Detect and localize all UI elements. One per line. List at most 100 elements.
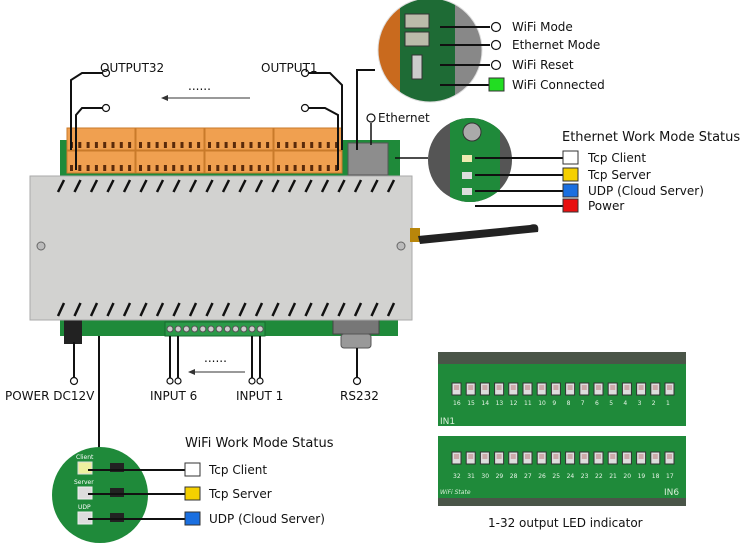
led-number: 28 — [510, 473, 518, 480]
led-panel-1-16: 16 15 14 13 12 11 10 9 8 7 6 5 4 3 2 1 IN1 — [438, 352, 686, 427]
led-number: 32 — [453, 473, 461, 480]
output-annotation: OUTPUT32 OUTPUT1 ...... — [70, 61, 343, 170]
wifi-status-title: WiFi Work Mode Status — [185, 436, 334, 451]
status-label: Tcp Server — [587, 168, 651, 182]
led-number: 7 — [581, 400, 585, 407]
output-ellipsis: ...... — [188, 79, 211, 93]
terminal-block — [204, 150, 274, 174]
rs232-port — [332, 319, 380, 335]
status-color-swatch — [184, 511, 201, 526]
led-number: 4 — [623, 400, 627, 407]
button-pin — [490, 59, 502, 71]
led-number: 14 — [481, 400, 489, 407]
led-number: 13 — [496, 400, 504, 407]
terminal-block — [204, 127, 274, 151]
enclosure — [29, 175, 413, 321]
led-number: 8 — [567, 400, 571, 407]
vent-slots — [56, 179, 396, 317]
board-label: Client — [76, 454, 94, 461]
terminal-block — [66, 150, 136, 174]
ethernet-pin — [366, 113, 376, 123]
output1-label: OUTPUT1 — [261, 61, 318, 75]
led-number: 24 — [567, 473, 575, 480]
status-color-swatch — [184, 462, 201, 477]
output32-label: OUTPUT32 — [100, 61, 164, 75]
led-number: 5 — [609, 400, 613, 407]
input1-label: INPUT 1 — [236, 389, 283, 403]
led-number: 19 — [638, 473, 646, 480]
led-number: 2 — [652, 400, 656, 407]
led-number: 23 — [581, 473, 589, 480]
led-number: 3 — [638, 400, 642, 407]
led-number: 18 — [652, 473, 660, 480]
wifi-button-closeup — [356, 0, 490, 150]
ethernet-label: Ethernet — [378, 111, 430, 125]
panel-marking: IN1 — [440, 417, 455, 427]
led-number: 10 — [538, 400, 546, 407]
led-number: 21 — [609, 473, 617, 480]
led-number: 30 — [481, 473, 489, 480]
led-number: 29 — [496, 473, 504, 480]
status-label: UDP (Cloud Server) — [588, 184, 704, 198]
terminal-block — [273, 150, 343, 174]
board-label: UDP — [78, 504, 91, 511]
led-number: 17 — [666, 473, 674, 480]
rs232-label: RS232 — [340, 389, 379, 403]
wifi-button-label: WiFi Connected — [512, 78, 605, 92]
panel-silk: WiFi State — [440, 489, 471, 496]
wifi-button-label: Ethernet Mode — [512, 38, 600, 52]
status-color-swatch — [562, 198, 579, 213]
input-ellipsis: ...... — [204, 351, 227, 365]
led-number: 26 — [538, 473, 546, 480]
led-number: 16 — [453, 400, 461, 407]
status-label: UDP (Cloud Server) — [209, 512, 325, 526]
terminal-block — [66, 127, 136, 151]
screw — [36, 241, 46, 251]
status-label: Tcp Server — [208, 487, 272, 501]
panel-marking: IN6 — [664, 488, 679, 498]
wifi-button-label: WiFi Reset — [512, 58, 574, 72]
status-color-swatch — [184, 486, 201, 501]
bottom-annotation: POWER DC12V INPUT 6 INPUT 1 ...... RS232 — [5, 336, 379, 448]
status-color-swatch — [562, 183, 579, 198]
output-terminal-blocks — [66, 127, 343, 174]
power-label: POWER DC12V — [5, 389, 95, 403]
led-number: 15 — [467, 400, 475, 407]
status-color-swatch — [562, 150, 579, 165]
terminal-block — [135, 150, 205, 174]
button-pin — [490, 39, 502, 51]
led-number: 6 — [595, 400, 599, 407]
led-number: 27 — [524, 473, 532, 480]
wifi-button-label: WiFi Mode — [512, 20, 573, 34]
screw — [396, 241, 406, 251]
led-caption: 1-32 output LED indicator — [488, 516, 643, 530]
led-number: 1 — [666, 400, 670, 407]
led-number: 22 — [595, 473, 603, 480]
ethernet-jack — [347, 142, 389, 176]
antenna — [418, 224, 539, 244]
led-number: 31 — [467, 473, 475, 480]
input6-label: INPUT 6 — [150, 389, 197, 403]
input-terminal — [164, 321, 266, 337]
board-label: Server — [74, 479, 94, 486]
button-pin — [490, 21, 502, 33]
ethernet-status-title: Ethernet Work Mode Status — [562, 130, 740, 145]
device-photo — [29, 127, 539, 349]
status-label: Tcp Client — [587, 151, 646, 165]
power-jack — [64, 318, 82, 344]
led-number: 12 — [510, 400, 518, 407]
terminal-block — [135, 127, 205, 151]
status-label: Tcp Client — [208, 463, 267, 477]
status-label: Power — [588, 199, 624, 213]
status-color-swatch — [562, 167, 579, 182]
ethernet-status-closeup — [395, 118, 512, 202]
terminal-block — [273, 127, 343, 151]
led-number: 9 — [552, 400, 556, 407]
wifi-connected-indicator — [488, 77, 505, 92]
led-number: 11 — [524, 400, 532, 407]
